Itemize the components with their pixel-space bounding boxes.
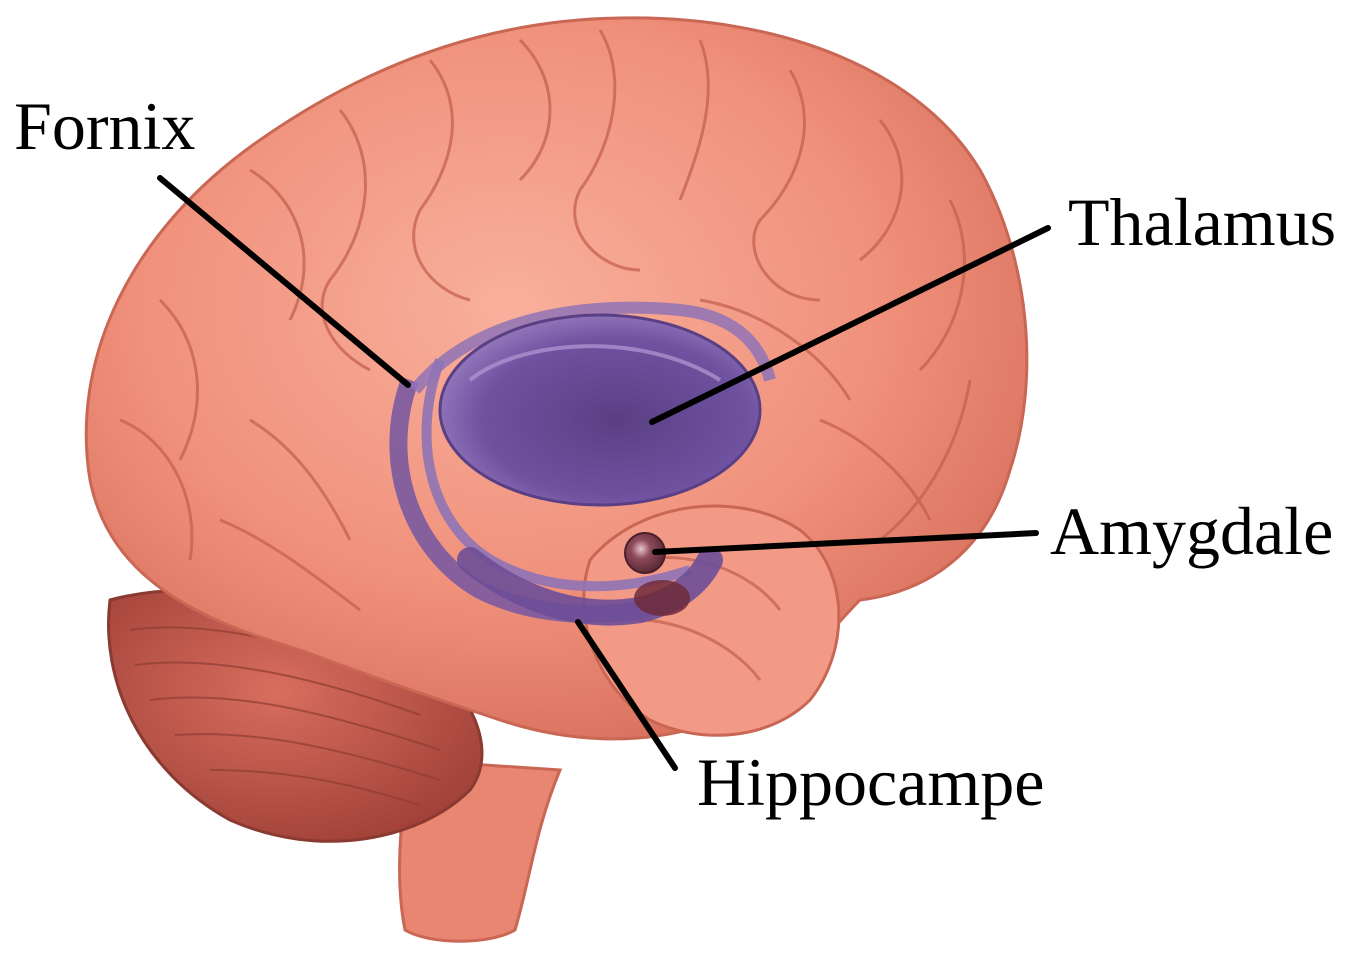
fornix-label: Fornix — [14, 92, 195, 160]
amygdale-label: Amygdale — [1050, 497, 1333, 565]
thalamus — [440, 315, 760, 505]
thalamus-label: Thalamus — [1068, 188, 1336, 256]
hippocampe-label: Hippocampe — [697, 748, 1044, 816]
